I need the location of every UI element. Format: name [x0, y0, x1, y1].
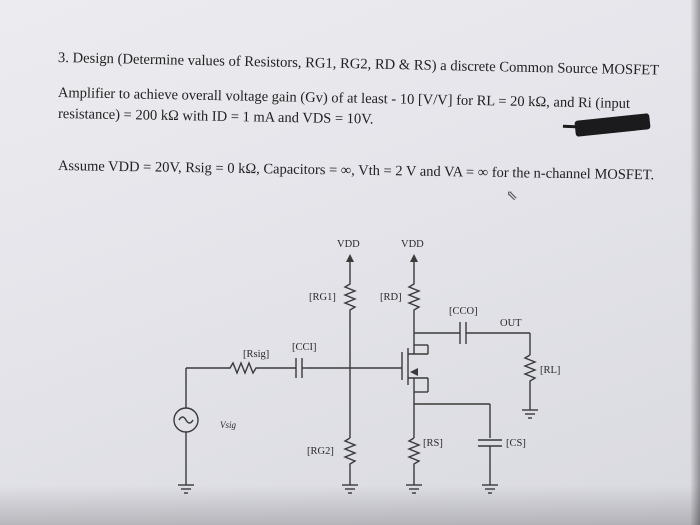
rl-resistor — [523, 354, 537, 395]
vsig-label: Vsig — [220, 420, 237, 430]
rl-label: [RL] — [540, 365, 560, 376]
out-label: OUT — [500, 318, 522, 329]
rd-label: [RD] — [380, 292, 402, 303]
mouse-cursor-icon: ⇖ — [506, 189, 518, 204]
rs-resistor — [407, 437, 421, 485]
page-edge-shadow — [690, 0, 700, 525]
cs-label: [CS] — [506, 438, 526, 449]
vdd-left-label: VDD — [337, 239, 360, 250]
rd-resistor — [407, 278, 421, 316]
vdd-right-label: VDD — [401, 239, 424, 250]
rg1-label: [RG1] — [309, 292, 336, 303]
rsig-label: [Rsig] — [243, 349, 269, 360]
rg2-label: [RG2] — [307, 446, 334, 457]
rg1-resistor — [343, 278, 357, 316]
rg2-resistor — [343, 437, 357, 485]
rs-label: [RS] — [423, 438, 443, 449]
bottom-shadow — [0, 485, 700, 525]
cco-label: [CCO] — [449, 306, 478, 317]
cci-label: [CCI] — [292, 342, 317, 353]
rsig-resistor — [186, 361, 268, 375]
